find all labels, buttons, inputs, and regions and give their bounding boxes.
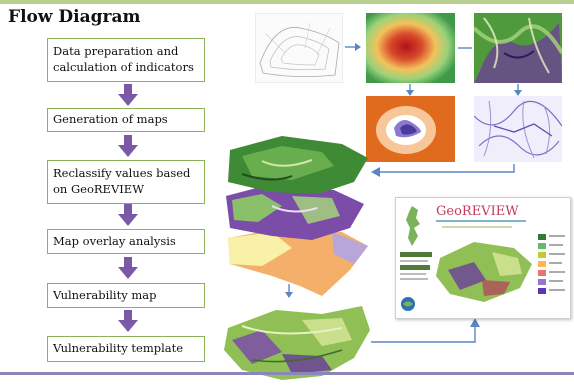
locator-map-icon	[406, 206, 420, 246]
down-arrow-icon	[118, 310, 138, 332]
down-arrow-icon	[118, 84, 138, 106]
page-title: Flow Diagram	[8, 7, 141, 27]
down-arrow-icon	[406, 84, 414, 96]
bottom-rule	[0, 372, 574, 375]
template-main-map	[436, 242, 532, 302]
template-text-line	[442, 226, 512, 228]
step-generation-of-maps: Generation of maps	[47, 108, 205, 132]
connector-line	[371, 164, 515, 177]
template-heading: GeoREVIEW	[436, 204, 519, 219]
info-panel	[400, 252, 432, 280]
reclassified-elevation-map	[366, 96, 455, 162]
connector-line	[458, 47, 472, 49]
reclassified-slope-map	[474, 96, 562, 162]
down-arrow-icon	[514, 84, 522, 96]
step-label: Reclassify values based on GeoREVIEW	[53, 166, 191, 196]
layer-stack-illustration	[226, 136, 368, 296]
template-subtitle-bar	[436, 220, 526, 222]
down-arrow-icon	[285, 284, 293, 298]
step-data-preparation: Data preparation and calculation of indi…	[47, 38, 205, 82]
right-arrow-icon	[345, 43, 361, 51]
step-map-overlay: Map overlay analysis	[47, 229, 205, 254]
elevation-map-thumbnail	[366, 13, 455, 83]
vulnerability-template-thumbnail: GeoREVIEW	[395, 197, 571, 319]
top-rule	[0, 0, 574, 4]
globe-logo-icon	[401, 297, 415, 311]
step-vulnerability-map: Vulnerability map	[47, 283, 205, 308]
step-label: Vulnerability template	[53, 341, 184, 356]
down-arrow-icon	[118, 204, 138, 226]
step-label: Generation of maps	[53, 112, 168, 127]
contour-map-thumbnail	[255, 13, 343, 83]
down-arrow-icon	[118, 135, 138, 157]
template-legend	[538, 234, 565, 294]
vulnerability-map-illustration	[224, 306, 370, 380]
step-label: Map overlay analysis	[53, 233, 176, 248]
slope-map-thumbnail	[474, 13, 562, 83]
connector-line	[371, 318, 480, 343]
step-reclassify: Reclassify values based on GeoREVIEW	[47, 160, 205, 204]
step-label: Vulnerability map	[53, 287, 157, 302]
down-arrow-icon	[118, 257, 138, 279]
step-label: Data preparation and calculation of indi…	[53, 44, 194, 74]
step-vulnerability-template: Vulnerability template	[47, 336, 205, 362]
